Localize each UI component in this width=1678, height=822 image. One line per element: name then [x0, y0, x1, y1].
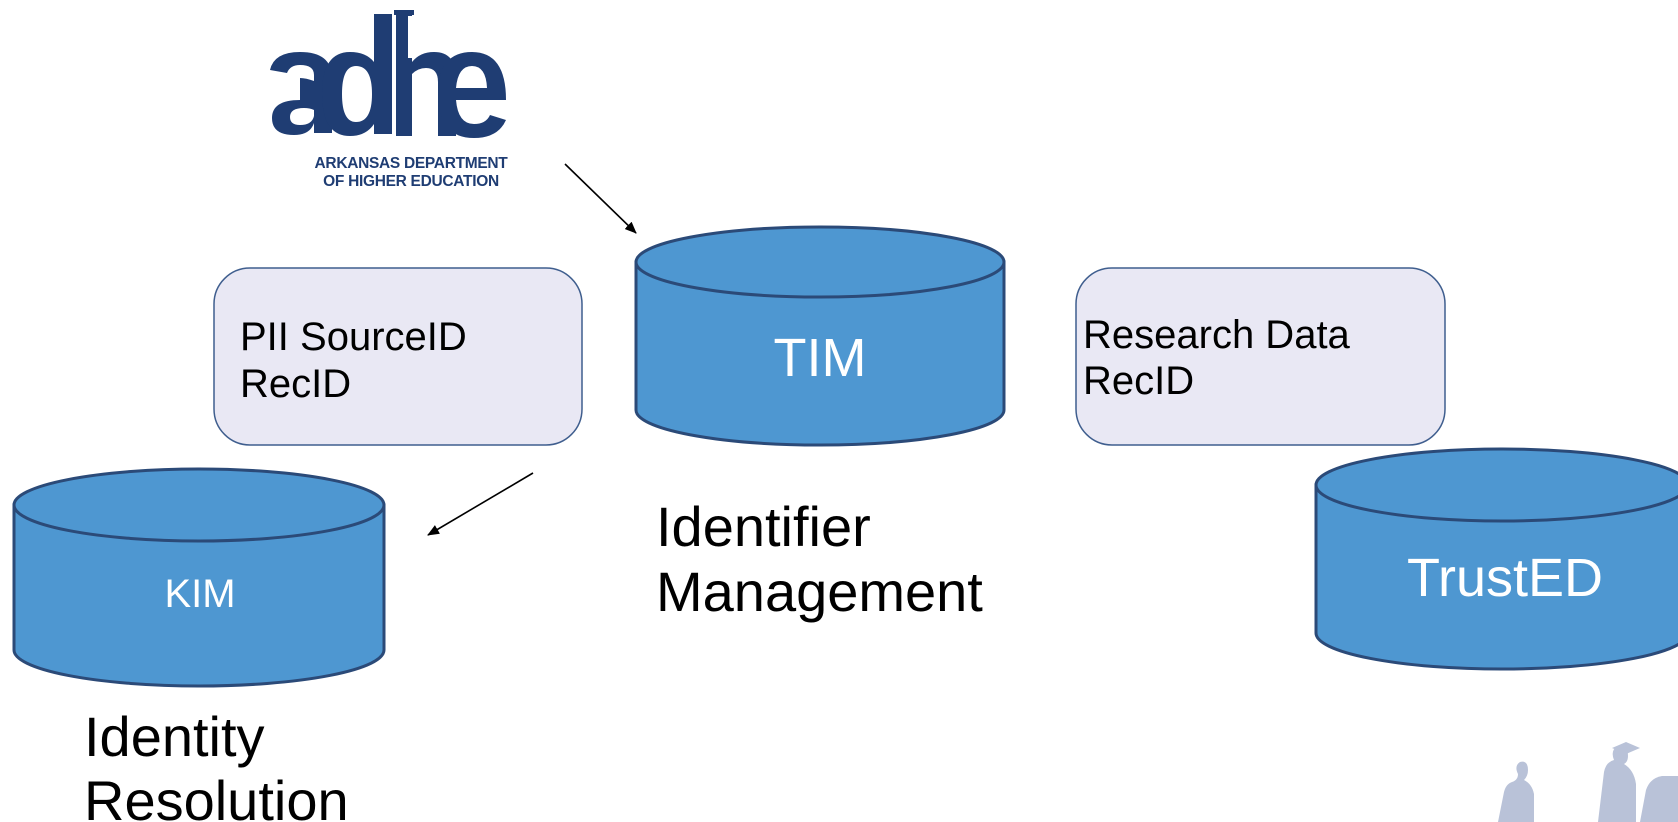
- identifier-label-line-1: Identifier: [656, 495, 871, 558]
- identifier-label-line-2: Management: [656, 560, 983, 623]
- research-box-line-1: Research Data: [1083, 313, 1350, 357]
- kim-cylinder: [12, 467, 386, 688]
- adhe-logo: [270, 10, 506, 138]
- arrow-pii-to-kim: [427, 472, 534, 536]
- identity-label-line-1: Identity: [84, 705, 265, 768]
- graduates-watermark-icon: [1498, 742, 1678, 822]
- pii-box-line-2: RecID: [240, 362, 352, 406]
- tim-label: TIM: [773, 328, 867, 388]
- trusted-cylinder: [1314, 447, 1678, 671]
- arrow-logo-to-tim: [564, 163, 637, 234]
- logo-line-2: OF HIGHER EDUCATION: [323, 173, 499, 190]
- identity-label-line-2: Resolution: [84, 769, 349, 822]
- research-box-line-2: RecID: [1083, 359, 1195, 403]
- tim-cylinder: [634, 225, 1006, 447]
- pii-box-line-1: PII SourceID: [240, 315, 467, 359]
- research-box: [1075, 267, 1446, 446]
- trusted-label: TrustED: [1406, 548, 1603, 608]
- logo-line-1: ARKANSAS DEPARTMENT: [314, 155, 508, 172]
- pii-box: [213, 267, 583, 446]
- kim-label: KIM: [164, 572, 236, 616]
